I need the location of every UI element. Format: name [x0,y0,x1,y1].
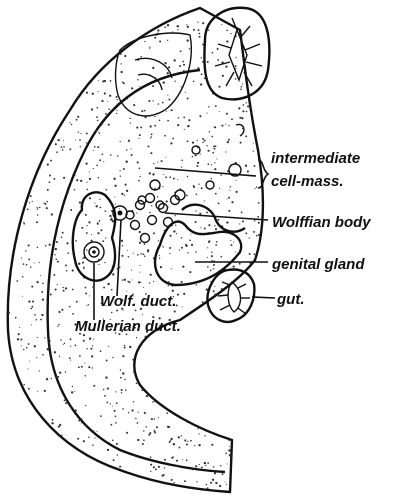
stipple-texture [0,0,271,496]
neural-tube-icon [204,8,269,100]
body-wall-outline [8,8,263,492]
mullerian-duct-icon [84,242,104,262]
label-wolf-duct: Wolf. duct. [100,293,176,310]
label-genital-gland: genital gland [271,256,365,273]
label-gut: gut. [276,291,305,308]
label-mullerian-duct: Mullerian duct. [75,318,181,335]
label-wolffian-body: Wolffian body [272,214,371,231]
label-cell-mass: cell-mass. [271,173,344,190]
somite-outline [116,33,192,116]
intermediate-cell-mass-structures [126,124,244,219]
coelom-outline [48,70,225,472]
wolffian-body-tubules [131,194,180,243]
label-intermediate: intermediate [271,150,360,167]
